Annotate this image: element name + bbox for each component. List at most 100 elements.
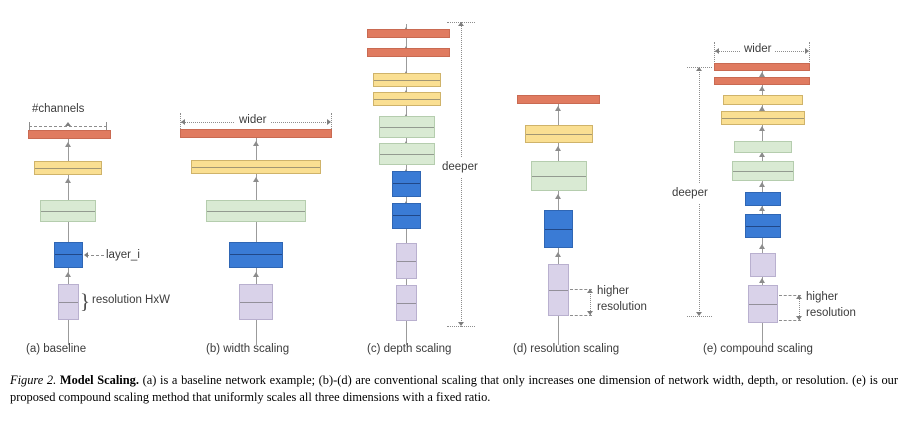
block-yellow-c-2	[373, 73, 441, 87]
block-purple-d-1	[548, 264, 569, 316]
figure-caption: Figure 2. Model Scaling. (a) is a baseli…	[10, 372, 898, 406]
block-yellow-b-1	[191, 160, 321, 174]
wider-label-b: wider	[235, 114, 271, 127]
block-green-d-1	[531, 161, 587, 191]
panel-e-arrow-3	[759, 106, 765, 111]
resolution-label-e: resolution	[806, 307, 856, 319]
layer-callout-line	[86, 255, 104, 256]
panel-d-arrow-2	[555, 146, 561, 151]
panel-b-arrow-1	[253, 141, 259, 146]
channels-tick-right	[106, 122, 107, 131]
higher-res-bracket-d	[590, 289, 591, 315]
higher-res-line-top-e	[779, 295, 801, 296]
panel-caption-e: (e) compound scaling	[703, 343, 813, 355]
block-red-e-1	[714, 77, 810, 85]
deeper-arrow-bottom-c	[458, 322, 464, 326]
panel-e-arrow-8	[759, 244, 765, 249]
panel-d-arrow-1	[555, 106, 561, 111]
block-purple-b-1	[239, 284, 273, 320]
block-red-e-2	[714, 63, 810, 71]
panel-a-arrow-1	[65, 142, 71, 147]
block-purple-c-1	[396, 285, 417, 321]
panel-e-arrow-4	[759, 126, 765, 131]
panel-e-arrow-2	[759, 86, 765, 91]
higher-res-arrow-down-d	[587, 311, 593, 315]
panel-caption-d: (d) resolution scaling	[513, 343, 620, 355]
caption-figure-body: (a) is a baseline network example; (b)-(…	[10, 373, 899, 404]
block-green-e-2	[734, 141, 792, 153]
block-purple-a-1	[58, 284, 79, 320]
layer-callout-arrow	[84, 252, 88, 258]
wider-arrow-right-b	[327, 119, 331, 125]
higher-res-line-bottom-d	[570, 315, 592, 316]
block-red-a-1	[28, 130, 111, 139]
wider-label-e: wider	[740, 43, 776, 56]
block-yellow-e-2	[723, 95, 803, 105]
channels-dimension-line	[29, 126, 107, 127]
panel-e-arrow-1	[759, 72, 765, 77]
block-green-e-1	[732, 161, 794, 181]
wider-tick-left-b	[180, 113, 181, 129]
block-red-d-1	[517, 95, 600, 104]
higher-res-arrow-down-e	[796, 316, 802, 320]
block-green-c-1	[379, 143, 435, 165]
block-blue-e-1	[745, 214, 781, 238]
resolution-label-a: resolution HxW	[92, 294, 170, 306]
higher-res-line-bottom-e	[779, 320, 801, 321]
block-yellow-d-1	[525, 125, 593, 143]
panel-b-arrow-2	[253, 177, 259, 182]
wider-tick-left-e	[714, 42, 715, 64]
panel-d-arrow-3	[555, 194, 561, 199]
panel-e-arrow-9	[759, 278, 765, 283]
block-purple-c-2	[396, 243, 417, 279]
panel-caption-a: (a) baseline	[26, 343, 87, 355]
deeper-label-e: deeper	[670, 184, 710, 203]
panel-caption-b: (b) width scaling	[206, 343, 290, 355]
panel-b-arrow-4	[253, 272, 259, 277]
panel-e-arrow-6	[759, 182, 765, 187]
layer-label: layer_i	[106, 249, 140, 261]
panel-e-arrow-5	[759, 152, 765, 157]
wider-tick-right-b	[331, 113, 332, 129]
channels-arrow-up	[65, 122, 71, 126]
wider-tick-right-e	[809, 42, 810, 64]
channels-label: #channels	[32, 103, 85, 115]
higher-res-arrow-up-d	[587, 289, 593, 293]
panel-e-arrow-7	[759, 206, 765, 211]
caption-figure-number: Figure 2.	[10, 373, 57, 387]
resolution-brace-a: }	[80, 289, 91, 313]
deeper-tick-bottom-e	[687, 316, 712, 317]
panel-d-arrow-4	[555, 252, 561, 257]
panel-caption-c: (c) depth scaling	[367, 343, 452, 355]
block-green-c-2	[379, 116, 435, 138]
block-blue-c-2	[392, 171, 421, 197]
higher-label-e: higher	[806, 291, 838, 303]
deeper-arrow-top-e	[696, 67, 702, 71]
higher-res-bracket-e	[799, 295, 800, 320]
wider-arrow-right-e	[805, 48, 809, 54]
deeper-label-c: deeper	[440, 158, 480, 177]
block-yellow-a-1	[34, 161, 102, 175]
deeper-arrow-top-c	[458, 22, 464, 26]
wider-arrow-left-e	[715, 48, 719, 54]
block-red-c-2	[367, 29, 450, 38]
block-green-a-1	[40, 200, 96, 222]
block-blue-b-1	[229, 242, 283, 268]
higher-label-d: higher	[597, 285, 629, 297]
resolution-label-d: resolution	[597, 301, 647, 313]
block-yellow-e-1	[721, 111, 805, 125]
block-green-b-1	[206, 200, 306, 222]
block-blue-d-1	[544, 210, 573, 248]
block-blue-c-1	[392, 203, 421, 229]
block-purple-e-2	[750, 253, 776, 277]
caption-figure-title: Model Scaling.	[59, 373, 139, 387]
block-yellow-c-1	[373, 92, 441, 106]
panel-a-arrow-4	[65, 272, 71, 277]
deeper-tick-bottom-c	[447, 326, 475, 327]
deeper-arrow-bottom-e	[696, 312, 702, 316]
block-purple-e-1	[748, 285, 778, 323]
block-red-c-1	[367, 48, 450, 57]
channels-tick-left	[29, 122, 30, 131]
block-blue-e-2	[745, 192, 781, 206]
